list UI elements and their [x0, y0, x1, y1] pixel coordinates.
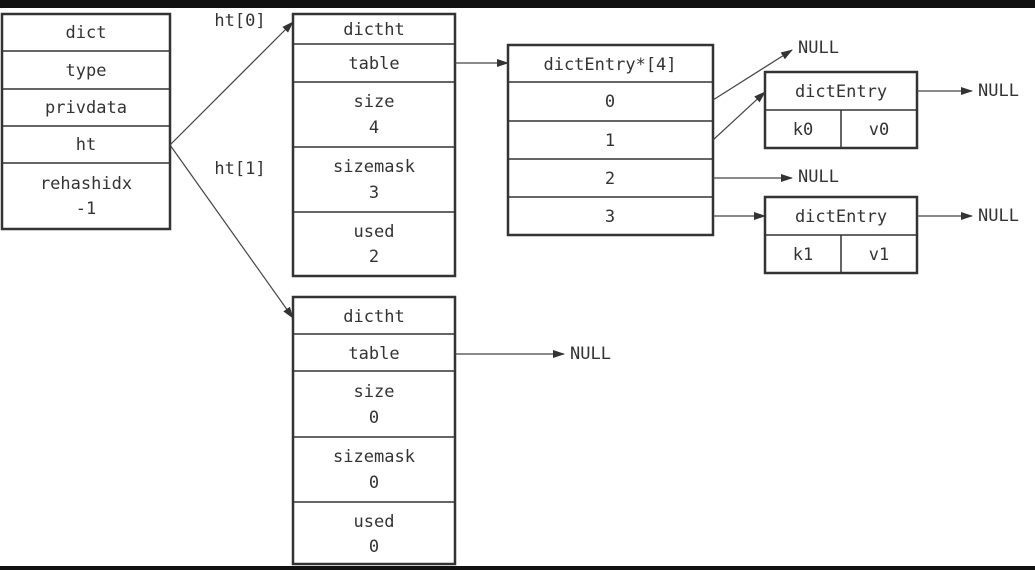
- null-entry0-next: NULL: [978, 81, 1019, 101]
- dict-title: dict: [66, 23, 107, 43]
- dictht-1: dictht table size 0 sizemask 0 used 0: [291, 295, 457, 566]
- ht1-sizemask-label: sizemask: [333, 447, 415, 467]
- bucket-1: 1: [605, 131, 615, 151]
- ht0-sizemask-label: sizemask: [333, 157, 415, 177]
- ht0-table: table: [348, 54, 399, 74]
- dict-entry-0: dictEntry k0 v0: [763, 70, 919, 150]
- ht0-used-value: 2: [369, 247, 379, 267]
- bottom-band: [0, 566, 1035, 570]
- ht0-size-label: size: [354, 92, 395, 112]
- ht1-table: table: [348, 344, 399, 364]
- ht1-title: dictht: [343, 307, 404, 327]
- dict-rehashidx-value: -1: [76, 199, 96, 219]
- arrow-ht1: [169, 144, 294, 319]
- dict-struct: dict type privdata ht rehashidx -1: [0, 12, 172, 231]
- ht1-size-label: size: [354, 382, 395, 402]
- arrow-bucket1-entry: [712, 91, 766, 141]
- entry0-title: dictEntry: [795, 82, 887, 102]
- bucket-0: 0: [605, 92, 615, 112]
- dict-field-type: type: [66, 61, 107, 81]
- null-bucket0: NULL: [798, 38, 839, 58]
- bucket-2: 2: [605, 169, 615, 189]
- null-ht1-table: NULL: [570, 344, 611, 364]
- dict-entry-1: dictEntry k1 v1: [763, 195, 919, 275]
- null-bucket2: NULL: [798, 167, 839, 187]
- entry0-value: v0: [869, 120, 889, 140]
- ht1-label: ht[1]: [214, 159, 265, 179]
- entry0-key: k0: [793, 120, 813, 140]
- ht0-size-value: 4: [369, 118, 379, 138]
- ht0-title: dictht: [343, 20, 404, 40]
- ht0-label: ht[0]: [214, 11, 265, 31]
- dict-field-rehashidx: rehashidx: [40, 174, 132, 194]
- ht1-used-label: used: [354, 512, 395, 532]
- ht0-sizemask-value: 3: [369, 183, 379, 203]
- ht1-size-value: 0: [369, 408, 379, 428]
- entry1-key: k1: [793, 245, 813, 265]
- dict-field-privdata: privdata: [45, 98, 127, 118]
- arrow-bucket0-null: [712, 49, 793, 101]
- entry1-title: dictEntry: [795, 207, 887, 227]
- entry1-value: v1: [869, 245, 889, 265]
- arrows: [169, 21, 973, 358]
- bucket-3: 3: [605, 207, 615, 227]
- ht1-used-value: 0: [369, 537, 379, 557]
- null-entry1-next: NULL: [978, 206, 1019, 226]
- top-band: [0, 0, 1035, 8]
- array-header: dictEntry*[4]: [543, 55, 676, 75]
- arrow-ht0: [169, 21, 294, 146]
- bucket-array: dictEntry*[4] 0 1 2 3: [506, 43, 715, 237]
- ht0-used-label: used: [354, 222, 395, 242]
- dictht-0: dictht table size 4 sizemask 3 used 2: [291, 12, 457, 278]
- dict-field-ht: ht: [76, 135, 96, 155]
- ht1-sizemask-value: 0: [369, 473, 379, 493]
